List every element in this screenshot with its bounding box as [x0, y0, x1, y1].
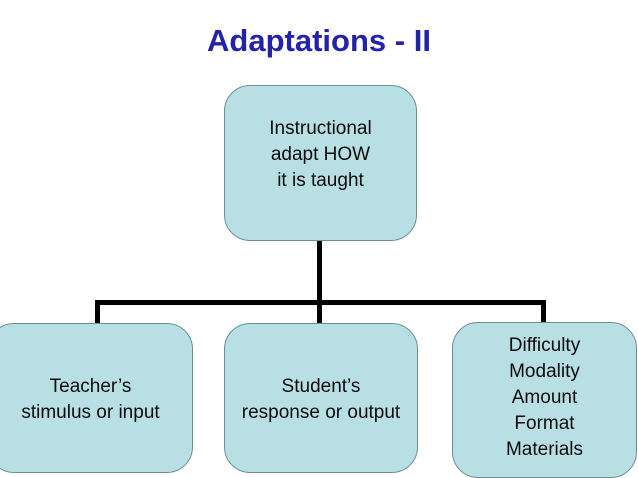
node-dimensions[interactable]: Difficulty Modality Amount Format Materi…: [452, 322, 637, 478]
connector-leg-student: [317, 300, 322, 326]
node-instructional[interactable]: Instructional adapt HOW it is taught: [224, 85, 417, 241]
page-title: Adaptations - II: [207, 23, 431, 58]
connector-leg-teacher: [95, 300, 100, 326]
connector-leg-dimensions: [541, 300, 546, 326]
node-dimensions-label: Difficulty Modality Amount Format Materi…: [505, 335, 584, 460]
node-teacher[interactable]: Teacher’s stimulus or input: [0, 323, 193, 473]
node-student[interactable]: Student’s response or output: [224, 323, 418, 473]
connector-stem-from-root: [317, 238, 322, 304]
node-student-label: Student’s response or output: [241, 376, 401, 423]
node-instructional-label: Instructional adapt HOW it is taught: [269, 118, 372, 191]
node-teacher-label: Teacher’s stimulus or input: [21, 376, 160, 423]
